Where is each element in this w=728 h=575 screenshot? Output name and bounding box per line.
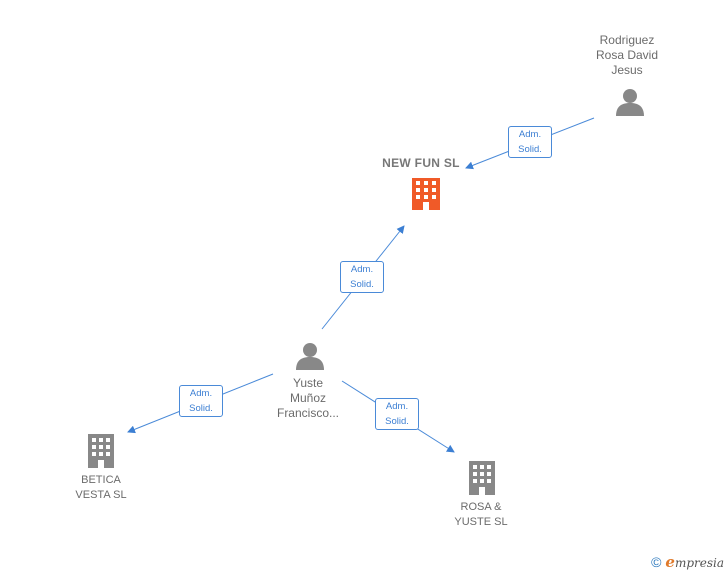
node-label-betica[interactable]: BETICA VESTA SL	[46, 473, 156, 503]
edge-label-line: Adm.	[518, 129, 542, 140]
person-icon[interactable]	[296, 343, 324, 370]
edge-badge-yuste-betica[interactable]: Adm. Solid.	[179, 385, 223, 417]
edge-label-line: Adm.	[189, 388, 213, 399]
label-line: Jesus	[611, 63, 643, 77]
label-line: VESTA SL	[75, 489, 127, 501]
label-line: BETICA	[81, 474, 121, 486]
label-line: YUSTE SL	[454, 516, 508, 528]
person-icon[interactable]	[616, 89, 644, 116]
brand-logo-initial: e	[665, 553, 675, 571]
empresia-footer[interactable]: ©empresia	[651, 553, 724, 571]
edge-label-line: Solid.	[189, 403, 213, 414]
edge-label-line: Solid.	[385, 416, 409, 427]
edge-label-line: Adm.	[350, 264, 374, 275]
label-line: ROSA &	[460, 501, 502, 513]
brand-logo-text: mpresia	[674, 556, 724, 570]
label-line: Yuste	[292, 376, 324, 390]
building-icon[interactable]	[469, 461, 495, 495]
label-line: Rosa David	[595, 48, 659, 62]
edge-label-line: Adm.	[385, 401, 409, 412]
node-label-yuste[interactable]: Yuste Muñoz Francisco...	[253, 376, 363, 421]
copyright-icon: ©	[651, 554, 662, 570]
edge-badge-yuste-rosayuste[interactable]: Adm. Solid.	[375, 398, 419, 430]
building-icon[interactable]	[412, 178, 440, 210]
node-label-rodriguez[interactable]: Rodriguez Rosa David Jesus	[572, 33, 682, 78]
edge-badge-rodriguez-newfun[interactable]: Adm. Solid.	[508, 126, 552, 158]
edge-badge-yuste-newfun[interactable]: Adm. Solid.	[340, 261, 384, 293]
node-label-rosa-yuste[interactable]: ROSA & YUSTE SL	[426, 500, 536, 530]
label-line: Francisco...	[276, 406, 339, 420]
label-line: Rodriguez	[599, 33, 655, 47]
edge-label-line: Solid.	[350, 279, 374, 290]
node-label-new-fun[interactable]: NEW FUN SL	[382, 156, 460, 170]
label-line: Muñoz	[289, 391, 327, 405]
edge-label-line: Solid.	[518, 144, 542, 155]
building-icon[interactable]	[88, 434, 114, 468]
